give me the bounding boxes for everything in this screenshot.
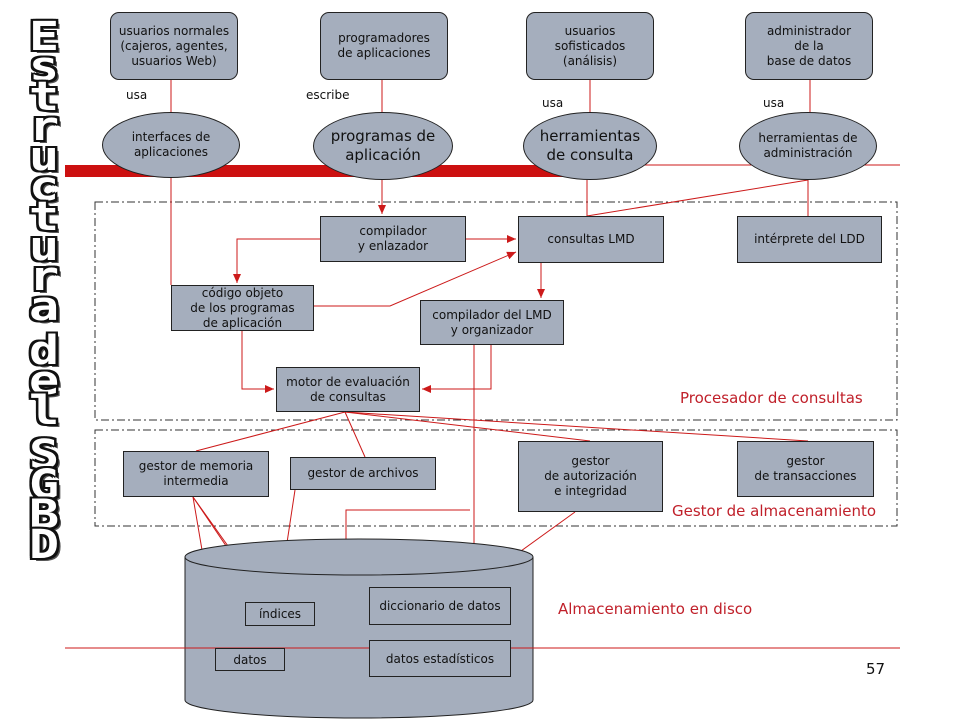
title-letter: d [28, 328, 60, 374]
object-code-box: código objeto de los programas de aplica… [171, 285, 314, 331]
administration-tools-ellipse: herramientas de administración [739, 112, 877, 180]
authorization-integrity-manager-box: gestor de autorización e integridad [518, 441, 663, 512]
edge-label-usa: usa [542, 96, 564, 110]
title-letter: G [28, 462, 60, 508]
dml-queries-box: consultas LMD [518, 216, 664, 263]
query-processor-label: Procesador de consultas [680, 389, 863, 407]
database-administrator-box: administrador de la base de datos [745, 12, 873, 80]
query-tools-ellipse: herramientas de consulta [523, 112, 657, 180]
title-letter: u [28, 134, 60, 180]
title-letter: B [28, 492, 60, 538]
application-programs-ellipse: programas de aplicación [313, 112, 453, 180]
compiler-linker-box: compilador y enlazador [320, 216, 466, 262]
storage-manager-label: Gestor de almacenamiento [672, 502, 877, 520]
naive-users-box: usuarios normales (cajeros, agentes, usu… [110, 12, 238, 80]
edge-label-usa: usa [126, 88, 148, 102]
title-letter: s [28, 44, 60, 90]
title-letter: E [28, 14, 60, 60]
title-letter: t [28, 74, 60, 120]
buffer-manager-box: gestor de memoria intermedia [123, 451, 269, 497]
statistical-data-box: datos estadísticos [369, 640, 511, 677]
disk-storage-label: Almacenamiento en disco [558, 600, 753, 618]
disk-cylinder [184, 556, 534, 719]
edge-label-usa: usa [763, 96, 785, 110]
dml-compiler-organizer-box: compilador del LMD y organizador [420, 300, 564, 345]
title-letter: e [28, 358, 60, 404]
title-letter: a [28, 284, 60, 330]
file-manager-box: gestor de archivos [290, 457, 436, 490]
title-letter: D [28, 522, 60, 568]
edge-label-escribe: escribe [306, 88, 350, 102]
indices-box: índices [245, 602, 315, 626]
query-processor-border [94, 201, 898, 421]
title-letter: c [28, 164, 60, 210]
data-box: datos [215, 648, 285, 671]
application-programmers-box: programadores de aplicaciones [320, 12, 448, 80]
ddl-interpreter-box: intérprete del LDD [737, 216, 882, 263]
title-letter: r [28, 104, 60, 150]
data-dictionary-box: diccionario de datos [369, 587, 511, 625]
slide-number: 57 [866, 660, 886, 678]
title-letter: r [28, 254, 60, 300]
disk-cylinder-top [184, 538, 534, 576]
title-letter: S [28, 432, 60, 478]
title-letter: l [28, 388, 60, 434]
transaction-manager-box: gestor de transacciones [737, 441, 874, 497]
application-interfaces-ellipse: interfaces de aplicaciones [102, 112, 240, 178]
sophisticated-users-box: usuarios sofisticados (análisis) [526, 12, 654, 80]
query-evaluation-engine-box: motor de evaluación de consultas [276, 367, 420, 412]
title-letter: t [28, 194, 60, 240]
title-letter: u [28, 224, 60, 270]
